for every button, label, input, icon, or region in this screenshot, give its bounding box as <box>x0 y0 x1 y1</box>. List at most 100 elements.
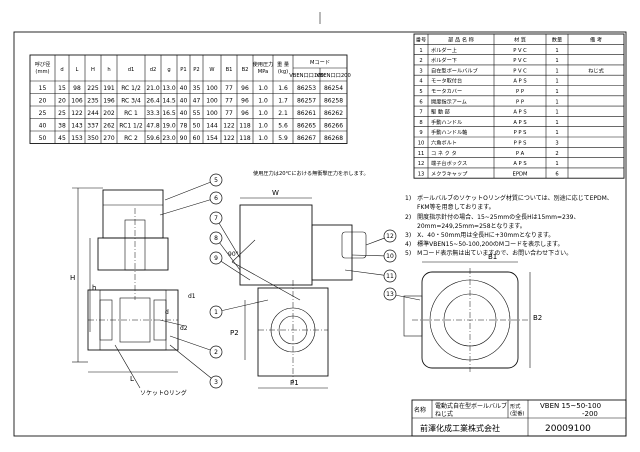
parts-cell: メクラキャップ <box>431 170 468 177</box>
parts-cell: 1 <box>555 48 558 54</box>
spec-cell: 1.0 <box>258 85 268 92</box>
spec-cell: 50 <box>193 123 201 130</box>
parts-cell: 13 <box>418 171 425 177</box>
drawing-number: 20009100 <box>545 424 591 434</box>
title-model-line2: -200 <box>540 410 598 418</box>
parts-cell: A P S <box>513 120 526 126</box>
spec-cell: 26.4 <box>146 98 160 105</box>
spec-header: L <box>76 67 79 73</box>
dim-d1: d1 <box>188 293 196 300</box>
spec-cell: 118 <box>239 135 251 142</box>
spec-mcode-subheader: VBEN口口200 <box>316 72 351 79</box>
parts-cell: 5 <box>419 89 422 95</box>
dim-d: d <box>165 309 169 316</box>
spec-cell: 86253 <box>297 85 316 92</box>
parts-cell: 1 <box>419 48 422 54</box>
spec-header: 呼び径 <box>35 60 51 68</box>
parts-cell: 3 <box>555 141 558 147</box>
spec-cell: 1.6 <box>278 85 288 92</box>
balloon-circle <box>209 345 223 359</box>
note-line: 3) X、40・50mm用は全長Hに+30mmとなります。 <box>405 231 554 239</box>
spec-cell: 78 <box>180 123 188 130</box>
spec-cell: 1.0 <box>258 123 268 130</box>
parts-cell: EPDM <box>513 171 528 177</box>
spec-cell: 2.1 <box>278 110 288 117</box>
dim-P1: P1 <box>290 379 299 387</box>
spec-cell: 100 <box>206 98 218 105</box>
balloon-number: 13 <box>386 291 394 298</box>
spec-header: (mm) <box>35 69 49 75</box>
balloon-circle <box>383 249 397 263</box>
spec-cell: 1.0 <box>258 135 268 142</box>
spec-cell: 100 <box>206 85 218 92</box>
parts-cell: P V C <box>513 58 527 64</box>
sheet-border <box>13 31 627 437</box>
spec-mcode-subheader: VBEN口口100 <box>289 72 324 79</box>
parts-cell: 手動ハンドル <box>431 118 462 126</box>
top-view: B1 B2 <box>403 253 542 372</box>
socket-oring-label: ソケットOリング <box>140 389 187 397</box>
spec-cell: 40 <box>39 123 47 130</box>
spec-cell: RC 3/4 <box>121 98 141 105</box>
spec-cell: 50 <box>39 135 47 142</box>
parts-cell: ボルダー下 <box>431 56 457 64</box>
spec-cell: 86266 <box>324 123 343 130</box>
spec-header: d1 <box>128 67 135 73</box>
balloon-circle <box>209 305 223 319</box>
note-line: FKM等を用意しております。 <box>405 203 495 211</box>
balloon-number: 6 <box>214 195 218 202</box>
spec-cell: 15 <box>58 85 66 92</box>
dim-B2: B2 <box>533 314 542 322</box>
balloon-number: 11 <box>386 273 394 280</box>
parts-cell: ねじ式 <box>588 66 604 74</box>
spec-cell: 16.5 <box>162 110 176 117</box>
spec-cell: 55 <box>193 110 201 117</box>
title-product-line2: ねじ式 <box>435 410 453 418</box>
balloon-number: 5 <box>214 177 218 184</box>
balloon-circle <box>383 269 397 283</box>
parts-cell: 12 <box>418 161 425 167</box>
note-line: 4) 標準VBEN15~50-100,200のMコードを表示します。 <box>405 240 564 248</box>
parts-cell: 手動ハンドル軸 <box>431 128 467 136</box>
parts-cell: P P <box>516 89 524 95</box>
spec-cell: 143 <box>71 123 83 130</box>
spec-cell: 15 <box>39 85 47 92</box>
spec-cell: RC1 1/2 <box>119 123 143 130</box>
parts-cell: 1 <box>555 130 558 136</box>
spec-cell: 96 <box>241 110 249 117</box>
spec-cell: 191 <box>103 85 115 92</box>
parts-cell: 自在型ボールバルブ <box>431 66 478 74</box>
note-line: 20mm=249,25mm=258となります。 <box>405 223 526 230</box>
parts-cell: 6 <box>555 171 558 177</box>
spec-cell: 86258 <box>324 98 343 105</box>
spec-header: P2 <box>193 67 199 73</box>
dim-h: h <box>92 284 96 292</box>
note-line: 2) 開度指示針付の場合、15~25mmの全長Hは15mm=239、 <box>405 213 579 221</box>
spec-cell: 23.0 <box>162 135 176 142</box>
parts-cell: 駆 動 部 <box>431 108 450 116</box>
spec-header: MPa <box>258 69 269 75</box>
spec-cell: 14.5 <box>162 98 176 105</box>
spec-cell: 25 <box>58 110 66 117</box>
spec-cell: 33.3 <box>146 110 160 117</box>
side-drive <box>311 224 353 281</box>
parts-cell: 4 <box>419 79 423 85</box>
spec-cell: RC 1/2 <box>121 85 141 92</box>
spec-cell: 202 <box>103 110 115 117</box>
balloon-circle <box>383 229 397 243</box>
spec-table-note: 使用圧力は20℃における無衝撃圧力を示します。 <box>253 169 369 177</box>
spec-cell: 19.0 <box>162 123 176 130</box>
note-line: 1) ボールバルブのソケットOリング材質については、別途に応じてEPDM、 <box>405 194 613 202</box>
spec-header: B1 <box>226 67 233 73</box>
parts-cell: P P S <box>514 130 527 136</box>
parts-cell: 7 <box>419 110 422 116</box>
parts-cell: A P S <box>513 110 526 116</box>
spec-header: ɡ <box>167 67 170 73</box>
motor-cover <box>102 189 164 239</box>
parts-cell: 1 <box>555 58 558 64</box>
spec-cell: 350 <box>87 135 99 142</box>
balloon-number: 1 <box>214 309 218 316</box>
